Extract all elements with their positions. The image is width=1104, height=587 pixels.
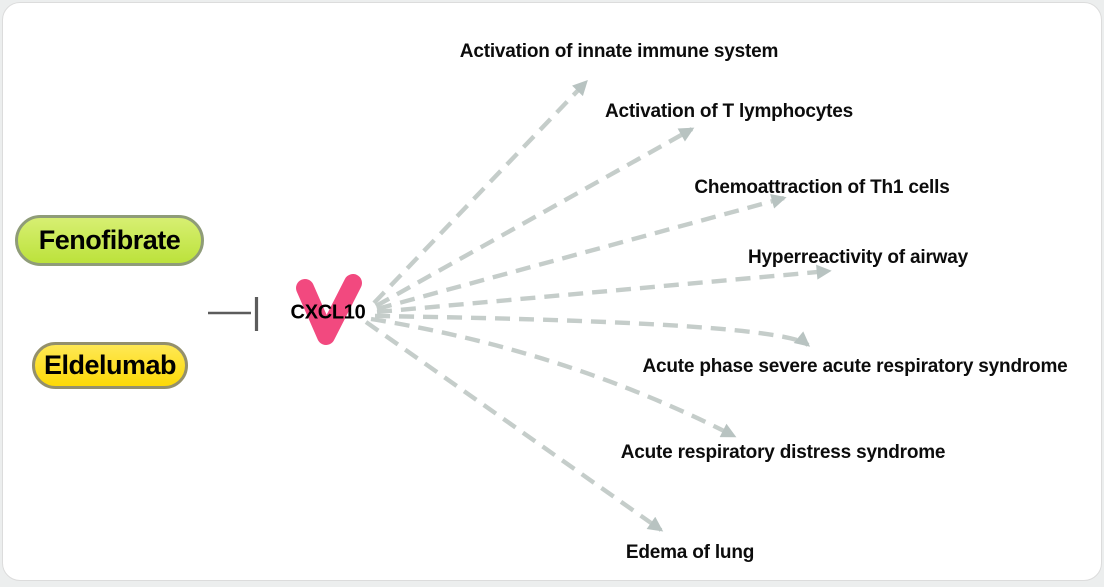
effect-label: Acute phase severe acute respiratory syn… bbox=[642, 356, 1068, 377]
drug-label-fenofibrate: Fenofibrate bbox=[38, 225, 181, 255]
activation-arrows bbox=[364, 80, 832, 532]
drug-label-eldelumab: Eldelumab bbox=[43, 350, 177, 380]
activation-arrow bbox=[372, 80, 588, 305]
cytokine-icon bbox=[296, 274, 362, 345]
activation-arrow bbox=[374, 313, 811, 347]
gene-node-cxcl10[interactable]: CXCL10 bbox=[290, 301, 366, 324]
drug-node-eldelumab[interactable]: Eldelumab bbox=[32, 342, 188, 389]
activation-arrow bbox=[374, 127, 695, 308]
effect-label: Edema of lung bbox=[625, 542, 755, 563]
activation-arrow bbox=[370, 316, 737, 438]
activation-arrow bbox=[364, 320, 664, 532]
effect-label: Hyperreactivity of airway bbox=[748, 247, 968, 268]
activation-arrow bbox=[376, 264, 832, 315]
effect-label: Acute respiratory distress syndrome bbox=[620, 442, 946, 463]
effect-label: Activation of innate immune system bbox=[459, 41, 779, 62]
inhibition-connector bbox=[208, 297, 259, 331]
effect-label: Chemoattraction of Th1 cells bbox=[694, 177, 950, 198]
effect-label: Activation of T lymphocytes bbox=[605, 101, 853, 122]
drug-node-fenofibrate[interactable]: Fenofibrate bbox=[15, 215, 204, 266]
